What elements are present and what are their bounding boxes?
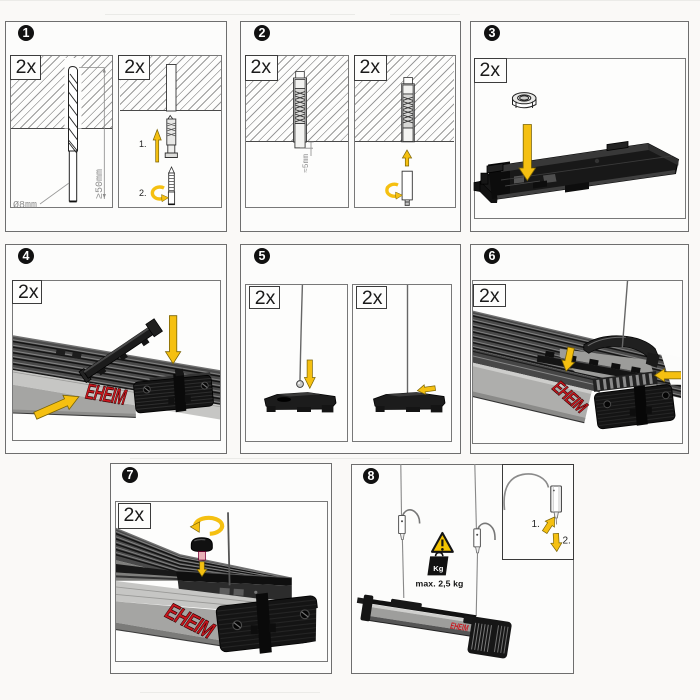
svg-text:≈5mm: ≈5mm (302, 154, 311, 173)
svg-text:2.: 2. (139, 188, 147, 198)
svg-text:max. 2,5 kg: max. 2,5 kg (416, 578, 464, 588)
svg-text:2.: 2. (563, 536, 571, 547)
svg-text:1.: 1. (139, 139, 147, 149)
svg-text:≥50mm: ≥50mm (95, 169, 106, 199)
svg-text:1.: 1. (532, 519, 540, 530)
svg-text:Ø8mm: Ø8mm (13, 200, 37, 212)
svg-text:Kg: Kg (433, 564, 443, 573)
svg-text:EHEIM: EHEIM (450, 621, 470, 634)
